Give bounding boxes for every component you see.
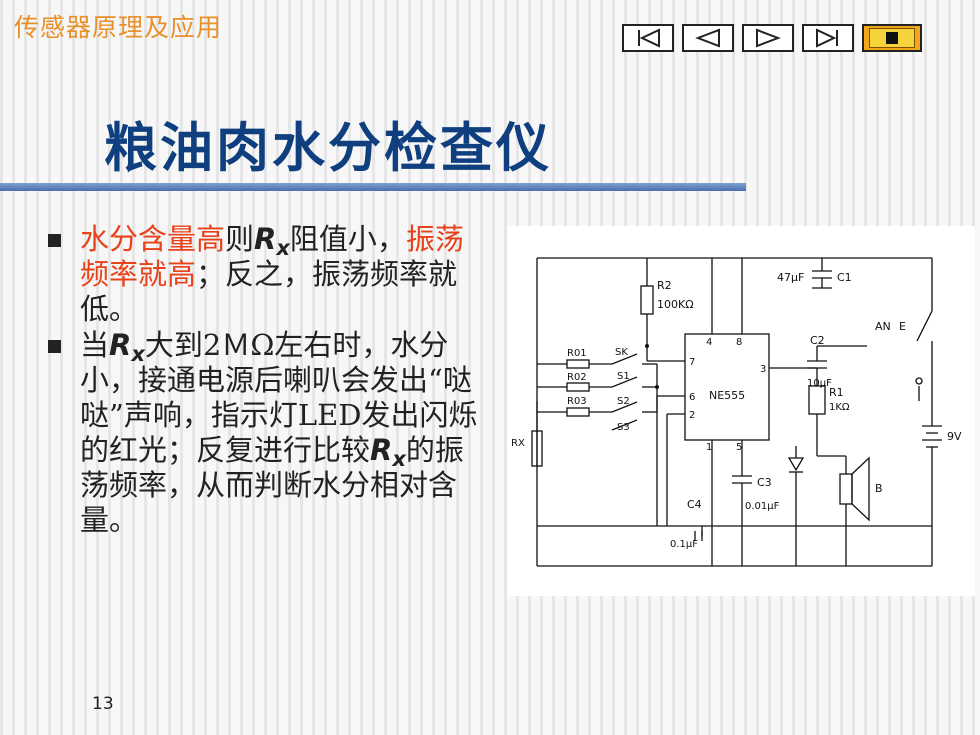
- body-text: 当: [80, 328, 110, 362]
- stop-button-face: [869, 28, 915, 48]
- circuit-label: S2: [617, 396, 630, 407]
- circuit-label: R01: [567, 348, 587, 359]
- bullet-item: 当Rx大到2ＭΩ左右时，水分小，接通电源后喇叭会发出“哒哒”声响，指示灯LED发…: [48, 328, 488, 538]
- circuit-label: 4: [706, 337, 712, 348]
- skip-forward-icon: [816, 28, 838, 48]
- circuit-label: 0.01μF: [745, 501, 780, 512]
- title-underline: [0, 183, 746, 191]
- circuit-label: 100KΩ: [657, 298, 694, 311]
- circuit-schematic: R2 100KΩ 47μF C1 AN E C2 10μF R1 1KΩ NE5…: [511, 257, 962, 567]
- bullet-item: 水分含量高则Rx阻值小，振荡频率就高；反之，振荡频率就低。: [48, 222, 488, 327]
- slide-title: 粮油肉水分检查仪: [104, 117, 552, 179]
- circuit-label: R1: [829, 386, 844, 399]
- circuit-label: R03: [567, 396, 587, 407]
- body-text: 大到2ＭΩ左右时，水分小，接通电源后喇叭会发出“哒哒”声响，指示灯LED发出闪烁…: [80, 328, 478, 467]
- circuit-label: C4: [687, 498, 702, 511]
- circuit-label: R02: [567, 372, 587, 383]
- circuit-diagram: R2 100KΩ 47μF C1 AN E C2 10μF R1 1KΩ NE5…: [507, 226, 975, 596]
- bullet-square-icon: [48, 340, 61, 353]
- stop-icon: [886, 32, 898, 44]
- circuit-label: SK: [615, 347, 628, 358]
- circuit-label: 1KΩ: [829, 402, 850, 413]
- last-slide-button[interactable]: [802, 24, 854, 52]
- triangle-right-icon: [756, 28, 781, 48]
- page-number: 13: [92, 694, 114, 714]
- circuit-label: 8: [736, 337, 742, 348]
- circuit-label: RX: [511, 438, 525, 449]
- circuit-label: 10μF: [807, 378, 832, 389]
- course-title: 传感器原理及应用: [14, 13, 223, 42]
- triangle-left-icon: [695, 28, 720, 48]
- bullet-square-icon: [48, 234, 61, 247]
- body-text: ；反之，振荡频率就低。: [80, 257, 458, 326]
- circuit-label: R2: [657, 279, 672, 292]
- circuit-label: 47μF: [777, 271, 804, 284]
- circuit-label: C3: [757, 476, 772, 489]
- circuit-label: 2: [689, 410, 695, 421]
- circuit-label: B: [875, 482, 883, 495]
- stop-button[interactable]: [862, 24, 922, 52]
- circuit-label: C2: [810, 334, 825, 347]
- slide-navigation: [622, 24, 922, 52]
- bullet-list: 水分含量高则Rx阻值小，振荡频率就高；反之，振荡频率就低。 当Rx大到2ＭΩ左右…: [48, 222, 488, 538]
- rx-symbol: Rx: [370, 433, 406, 471]
- body-text: 的振荡频率，从而判断水分相对含量。: [80, 433, 464, 537]
- circuit-label: AN: [875, 320, 891, 333]
- prev-slide-button[interactable]: [682, 24, 734, 52]
- circuit-label: C1: [837, 271, 852, 284]
- rx-symbol: Rx: [109, 328, 145, 366]
- skip-back-icon: [638, 28, 660, 48]
- circuit-label: 6: [689, 392, 695, 403]
- rx-symbol: Rx: [254, 222, 290, 260]
- highlight-text: 水分含量高: [80, 222, 226, 256]
- circuit-label: 5: [736, 442, 742, 453]
- highlight-text: 振荡频率就高: [80, 222, 464, 291]
- circuit-label: 1: [706, 442, 712, 453]
- body-text: 则: [225, 222, 255, 256]
- first-slide-button[interactable]: [622, 24, 674, 52]
- circuit-label: 7: [689, 357, 695, 368]
- circuit-label: S3: [617, 422, 630, 433]
- circuit-label: 3: [760, 364, 766, 375]
- next-slide-button[interactable]: [742, 24, 794, 52]
- circuit-label: NE555: [709, 389, 745, 402]
- circuit-label: 0.1μF: [670, 539, 698, 550]
- body-text: 阻值小，: [289, 222, 406, 256]
- circuit-label: S1: [617, 371, 630, 382]
- circuit-label: E: [899, 320, 906, 333]
- circuit-label: 9V: [947, 430, 962, 443]
